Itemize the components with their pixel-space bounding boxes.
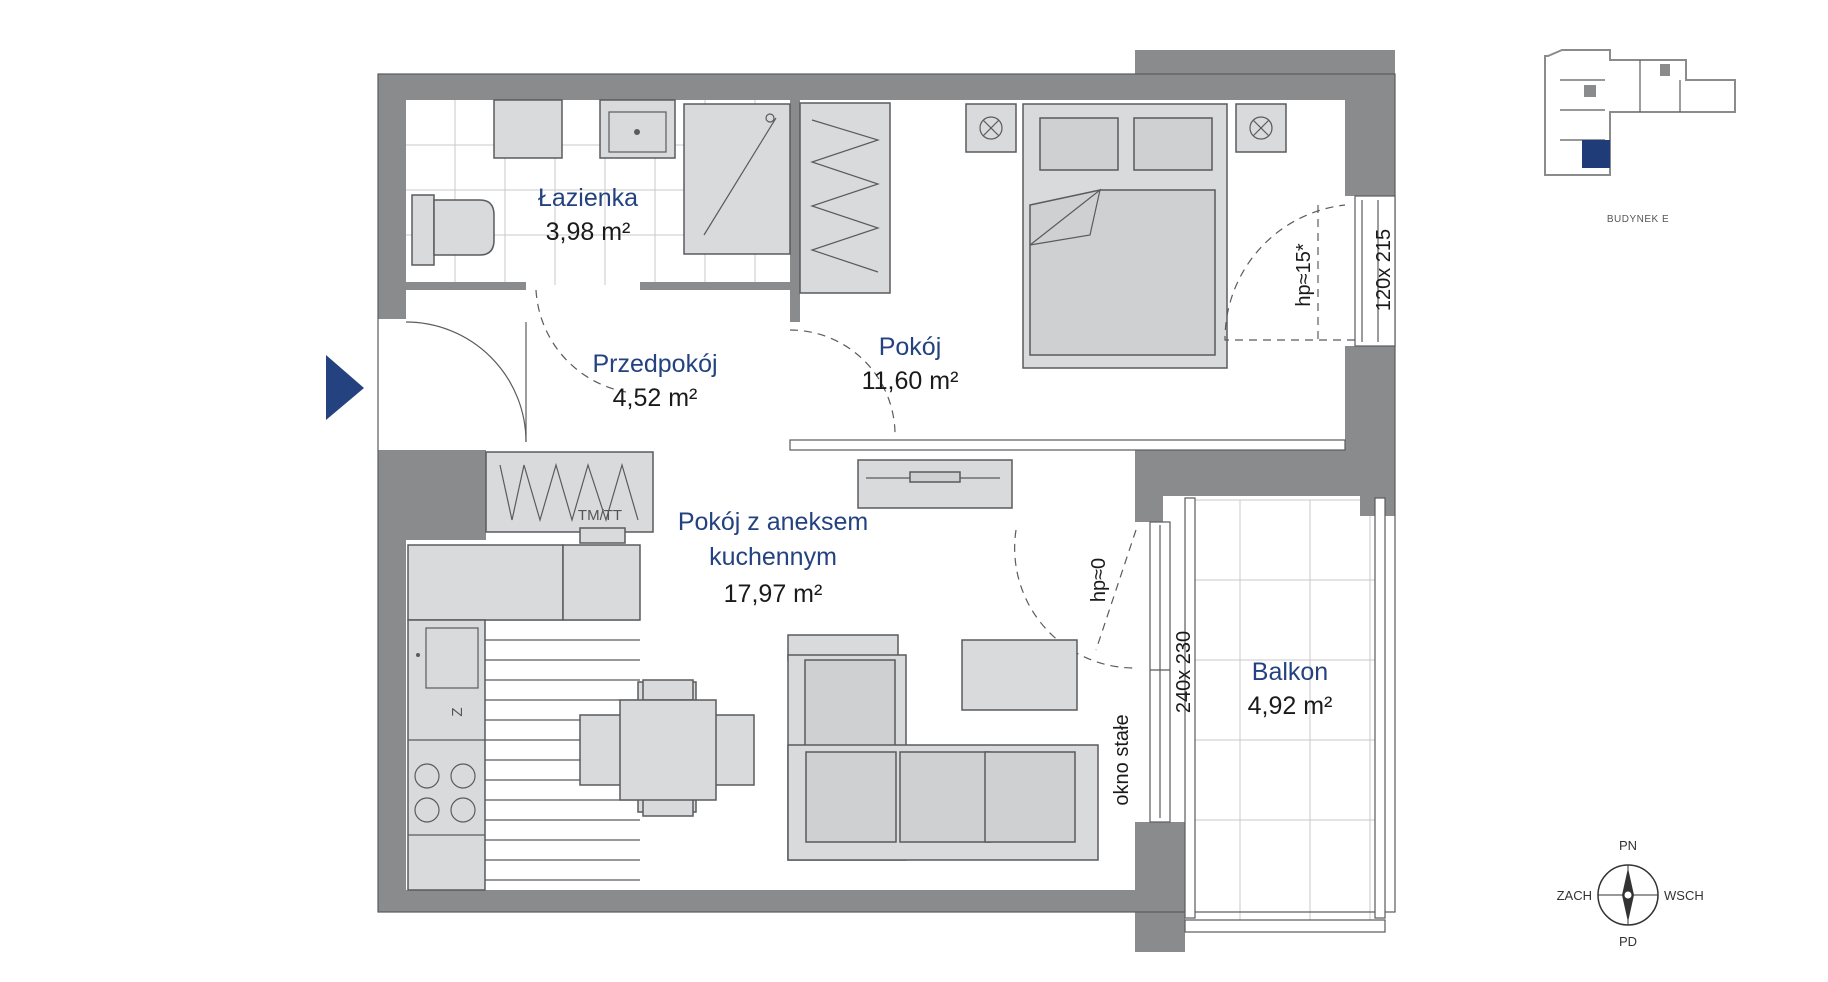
entrance-arrow-icon — [326, 355, 364, 420]
kitchen-counter-top — [407, 544, 564, 621]
fridge-label: Z — [449, 707, 466, 716]
living-window-size: 240x 230 — [1173, 631, 1195, 713]
walls — [378, 50, 1395, 952]
bedroom-window-hp: hp≈15* — [1293, 243, 1315, 306]
bathroom-name: Łazienka — [538, 184, 638, 212]
kitchen-furniture — [407, 451, 755, 891]
toilet-tank — [411, 194, 435, 266]
compass-south: PD — [1619, 934, 1637, 949]
living-window-hp: hp≈0 — [1088, 558, 1110, 602]
room-area: 11,60 m² — [862, 367, 959, 395]
living-furniture — [787, 459, 1099, 861]
washbasin — [599, 99, 676, 159]
fixed-window-label: okno stałe — [1111, 714, 1133, 805]
balcony-area: 4,92 m² — [1248, 692, 1333, 720]
bathroom-area: 3,98 m² — [546, 218, 631, 246]
wardrobe — [799, 102, 891, 294]
coffee-table — [961, 639, 1078, 711]
compass-west: ZACH — [1557, 888, 1592, 903]
bedroom-window-size: 120x 215 — [1373, 229, 1395, 311]
bathroom-fixtures — [411, 99, 791, 266]
wall-outlines — [377, 73, 1396, 913]
compass-icon: PN PD ZACH WSCH — [1557, 838, 1704, 949]
tall-cabinet — [485, 451, 654, 533]
building-label: BUDYNEK E — [1607, 214, 1669, 225]
living-kitchen-area: 17,97 m² — [724, 580, 823, 608]
compass-north: PN — [1619, 838, 1637, 853]
room-name: Pokój — [879, 333, 942, 361]
toilet-icon — [433, 199, 495, 256]
compass-east: WSCH — [1664, 888, 1704, 903]
bedroom-window — [1224, 195, 1396, 347]
hallway-name: Przedpokój — [592, 350, 717, 378]
apartment-highlight — [1582, 140, 1610, 168]
living-windows — [1149, 497, 1386, 933]
doors — [405, 289, 1137, 669]
balcony-name: Balkon — [1252, 658, 1328, 686]
shower — [683, 103, 791, 255]
balcony-tiles — [1195, 499, 1380, 920]
washing-machine — [493, 99, 563, 159]
tmtt-label: TM/TT — [578, 507, 622, 524]
living-kitchen-name-line1: Pokój z aneksem — [678, 508, 868, 536]
tv-cabinet — [857, 459, 1013, 509]
hallway-area: 4,52 m² — [613, 384, 698, 412]
building-keyplan: BUDYNEK E — [1544, 49, 1736, 225]
kitchen-counter-side — [407, 619, 486, 891]
living-kitchen-name-line2: kuchennym — [709, 543, 837, 571]
bedroom-furniture — [965, 103, 1287, 369]
